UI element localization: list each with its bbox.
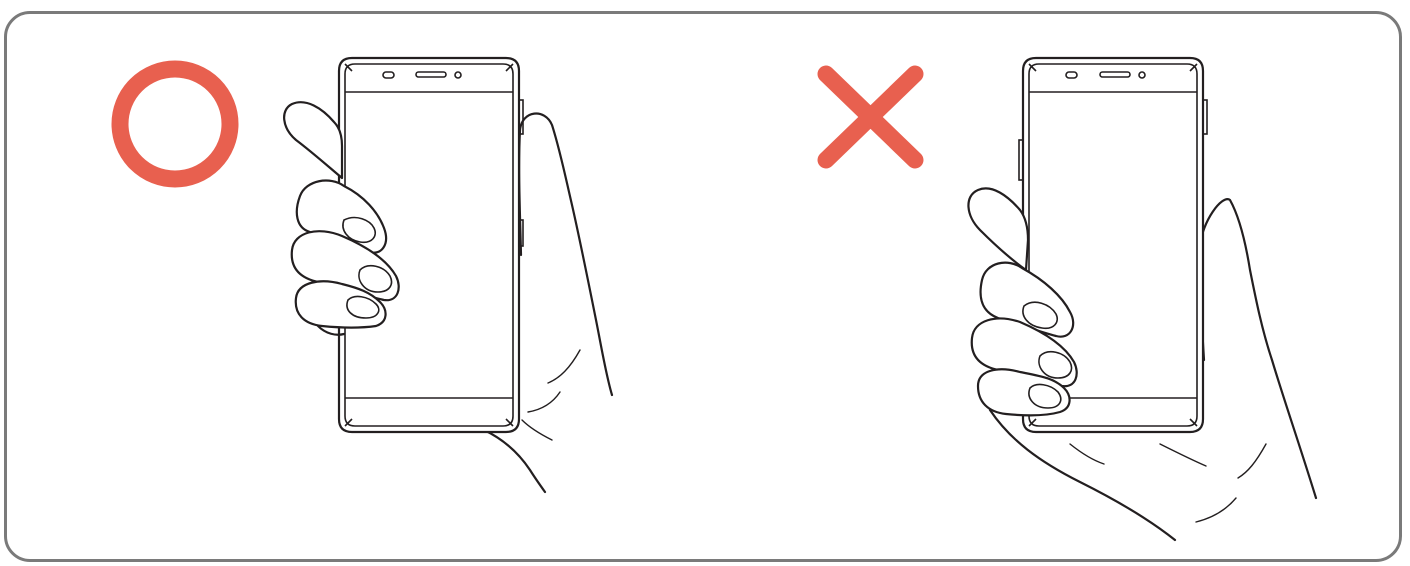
right-palm (520, 114, 612, 395)
wrist-crease-low-1 (1238, 444, 1266, 478)
wrist-crease-1 (548, 350, 580, 383)
left-thumb (284, 102, 342, 178)
cross-mark-icon (826, 74, 915, 160)
wrist-crease-2 (528, 392, 560, 412)
wrist-crease-low-2 (1196, 498, 1236, 522)
wrist-crease-low-4 (1070, 444, 1104, 464)
circle-mark-icon (120, 69, 230, 179)
wrist-crease-3 (522, 420, 552, 440)
wrist-left (484, 430, 545, 492)
correct-grip-example (120, 58, 612, 492)
wrist-crease-low-3 (1160, 444, 1206, 466)
left-thumb-low (968, 188, 1028, 270)
incorrect-grip-example (826, 58, 1316, 540)
right-palm-low (1200, 199, 1316, 498)
